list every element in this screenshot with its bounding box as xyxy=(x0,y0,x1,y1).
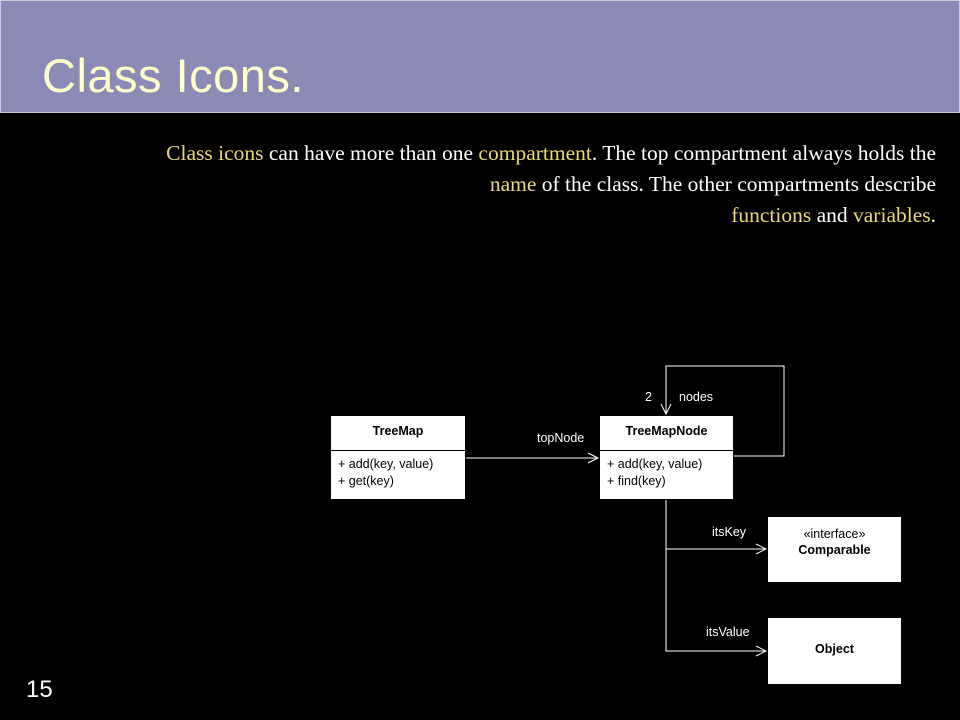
arrowhead-nodes xyxy=(660,403,672,416)
class-treemap-name: TreeMap xyxy=(331,416,465,451)
arrowhead-topnode xyxy=(587,452,600,464)
highlight-variables: variables xyxy=(853,203,931,227)
arrowhead-itskey xyxy=(755,543,768,555)
body-text-segment: . The top compartment always holds the xyxy=(591,141,936,165)
interface-comparable-label: «interface» Comparable xyxy=(768,517,901,558)
class-treemap-members: + add(key, value) + get(key) xyxy=(331,451,465,490)
interface-comparable[interactable]: «interface» Comparable xyxy=(767,516,902,583)
class-object-name: Object xyxy=(815,642,854,656)
member-add: + add(key, value) xyxy=(607,457,703,471)
body-text-segment: and xyxy=(811,203,854,227)
interface-comparable-name: Comparable xyxy=(798,543,871,557)
body-text-segment: can have more than one xyxy=(263,141,479,165)
highlight-functions: functions xyxy=(731,203,812,227)
member-add: + add(key, value) xyxy=(338,457,434,471)
label-topnode: topNode xyxy=(537,431,585,445)
member-find: + find(key) xyxy=(607,474,666,488)
label-itsvalue: itsValue xyxy=(706,625,750,639)
class-treemap[interactable]: TreeMap + add(key, value) + get(key) xyxy=(330,415,466,500)
arrowhead-itsvalue xyxy=(755,645,768,657)
slide-number: 15 xyxy=(26,676,53,703)
stereotype-interface: «interface» xyxy=(803,527,866,541)
association-line-itsvalue xyxy=(665,499,766,652)
body-text-segment: of the class. The other compartments des… xyxy=(536,172,936,196)
body-text-segment: . xyxy=(930,203,936,227)
class-treemapnode-name: TreeMapNode xyxy=(600,416,733,451)
highlight-name: name xyxy=(489,172,537,196)
highlight-compartment: compartment xyxy=(478,141,592,165)
label-nodes: nodes xyxy=(679,390,714,404)
title-bar xyxy=(0,0,960,113)
member-get: + get(key) xyxy=(338,474,394,488)
slide-body-text: Class icons can have more than one compa… xyxy=(120,138,936,231)
slide-title: Class Icons. xyxy=(42,49,304,102)
class-object[interactable]: Object xyxy=(767,617,902,685)
class-treemapnode[interactable]: TreeMapNode + add(key, value) + find(key… xyxy=(599,415,734,500)
association-line-nodes xyxy=(665,365,785,457)
label-nodes-multiplicity: 2 xyxy=(645,390,652,404)
highlight-class-icons: Class icons xyxy=(166,141,264,165)
label-itskey: itsKey xyxy=(712,525,747,539)
class-treemapnode-members: + add(key, value) + find(key) xyxy=(600,451,733,490)
